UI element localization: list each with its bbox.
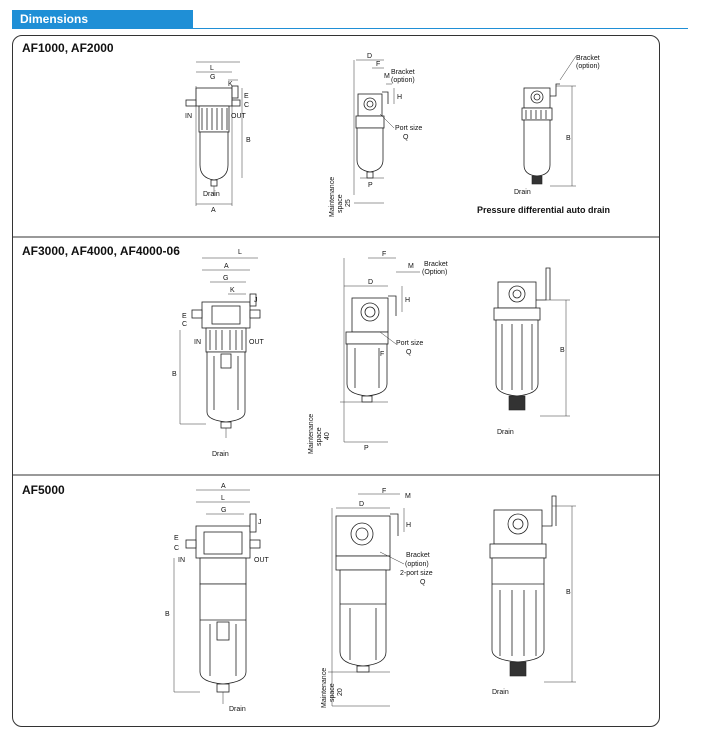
maintenance-label: Maintenance [329, 177, 336, 217]
dim-label-l: L [210, 65, 214, 72]
dim-label-g: G [210, 74, 215, 81]
drain-label: Drain [514, 189, 531, 196]
port-label-in: IN [185, 113, 192, 120]
dim-label-e: E [182, 313, 187, 320]
pressure-differential-caption: Pressure differential auto drain [477, 205, 610, 215]
port-q-label: Q [403, 134, 409, 141]
dim-label-f: F [382, 251, 386, 258]
dim-label-a: A [211, 207, 216, 214]
dim-label-b: B [165, 611, 170, 618]
af3000-side-view [340, 257, 420, 443]
af5000-front-view [173, 489, 261, 704]
dim-label-d: D [359, 501, 364, 508]
dim-label-b: B [566, 589, 571, 596]
dim-label-b: B [566, 135, 571, 142]
dim-label-e: E [244, 93, 249, 100]
port-label-out: OUT [231, 113, 247, 120]
dim-label-h: H [406, 522, 411, 529]
dim-label-g: G [223, 275, 228, 282]
port-size-label: Port size [396, 340, 423, 347]
port-size-2-label: 2-port size [400, 570, 433, 577]
dim-label-m: M [405, 493, 411, 500]
dim-label-c: C [182, 321, 187, 328]
bracket-label: Bracket [424, 261, 448, 268]
dim-label-e: E [174, 535, 179, 542]
af1000-front-view [185, 61, 243, 206]
maintenance-space-label: space [329, 683, 336, 702]
diagram-frame [12, 35, 660, 727]
port-label-in: IN [178, 557, 185, 564]
header-bar [12, 10, 193, 28]
bracket-label: Bracket [391, 69, 415, 76]
dim-label-d: D [367, 53, 372, 60]
header-rule [12, 28, 688, 29]
af3000-front-view [179, 257, 261, 438]
header-title: Dimensions [20, 12, 89, 26]
af3000-auto-drain-view [493, 267, 570, 417]
dim-label-p: P [368, 182, 373, 189]
maintenance-space-value: 40 [324, 432, 331, 440]
drain-label: Drain [497, 429, 514, 436]
dim-label-f: F [376, 61, 380, 68]
port-label-out: OUT [249, 339, 265, 346]
af1000-side-view [353, 59, 395, 204]
dim-label-k: K [228, 81, 233, 88]
maintenance-space-value: 25 [345, 199, 352, 207]
port-label-in: IN [194, 339, 201, 346]
bracket-label: Bracket [406, 552, 430, 559]
port-size-label: Port size [395, 125, 422, 132]
dim-label-h: H [397, 94, 402, 101]
dim-label-l: L [238, 249, 242, 256]
dim-label-a: A [221, 483, 226, 490]
maintenance-space-label: space [337, 194, 344, 213]
maintenance-space-value: 20 [337, 688, 344, 696]
dim-label-a: A [224, 263, 229, 270]
bracket-option-label: (option) [576, 63, 600, 70]
port-q-label: Q [406, 349, 412, 356]
port-q-label: Q [420, 579, 426, 586]
drain-label: Drain [229, 706, 246, 713]
section-title-af1000: AF1000, AF2000 [22, 41, 114, 55]
bracket-option-label: (option) [405, 561, 429, 568]
maintenance-space-label: space [316, 427, 323, 446]
dim-label-p: P [364, 445, 369, 452]
dim-label-l: L [221, 495, 225, 502]
af5000-side-view [328, 493, 405, 707]
dim-label-h: H [405, 297, 410, 304]
port-label-out: OUT [254, 557, 270, 564]
dim-label-j: J [254, 297, 258, 304]
dim-label-m: M [408, 263, 414, 270]
dim-label-b: B [560, 347, 565, 354]
dim-label-k: K [230, 287, 235, 294]
drain-label: Drain [212, 451, 229, 458]
bracket-option-label: (Option) [422, 269, 447, 276]
bracket-option-label: (option) [391, 77, 415, 84]
af1000-auto-drain-view [521, 55, 577, 187]
maintenance-label: Maintenance [321, 668, 328, 708]
bracket-label: Bracket [576, 55, 600, 62]
dim-label-b: B [246, 137, 251, 144]
af5000-auto-drain-view [489, 495, 576, 683]
dim-label-c: C [244, 102, 249, 109]
maintenance-label: Maintenance [308, 414, 315, 454]
dim-label-c: C [174, 545, 179, 552]
section-title-af3000: AF3000, AF4000, AF4000-06 [22, 244, 180, 258]
dim-label-m: M [384, 73, 390, 80]
dim-label-d: D [368, 279, 373, 286]
drain-label: Drain [203, 191, 220, 198]
dim-label-b: B [172, 371, 177, 378]
section-title-af5000: AF5000 [22, 483, 65, 497]
dim-label-f: F [382, 488, 386, 495]
drain-label: Drain [492, 689, 509, 696]
dim-label-f: F [380, 351, 384, 358]
dim-label-j: J [258, 519, 262, 526]
dim-label-g: G [221, 507, 226, 514]
